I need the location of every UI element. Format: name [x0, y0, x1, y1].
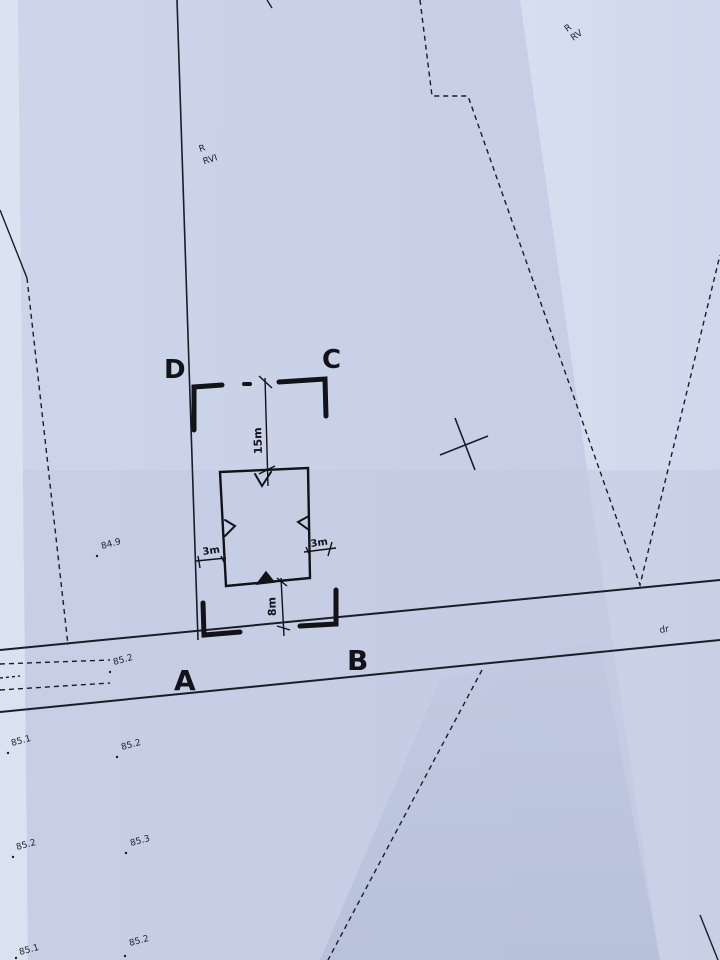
- corner-labels: D C A B: [164, 345, 368, 697]
- corner-b-bracket: [297, 587, 339, 629]
- corner-label-b: B: [347, 644, 368, 677]
- corner-label-a: A: [174, 664, 196, 697]
- dimension-lines: [195, 375, 337, 637]
- zone-label-line2: RVI: [202, 153, 219, 167]
- dimension-labels: 15m 3m 3m 8m: [202, 427, 329, 616]
- dimension-label-rear: 15m: [251, 427, 265, 454]
- corner-a-bracket: [200, 600, 243, 638]
- zone-label-rvi: R RVI: [198, 143, 219, 167]
- entrance-marker-icon: [255, 570, 276, 585]
- corner-label-c: C: [322, 345, 341, 375]
- corner-d-bracket: [191, 382, 225, 433]
- survey-cross-icon: [439, 417, 489, 471]
- dimension-label-left: 3m: [202, 545, 221, 558]
- lot-corner-brackets: [191, 376, 339, 638]
- road-edge-upper: [0, 579, 720, 651]
- dimension-rear: [264, 377, 269, 487]
- road-edge-lower: [0, 639, 720, 713]
- zone-label-line1: R: [563, 23, 574, 35]
- parcel-boundary-vertical: [176, 0, 199, 641]
- zone-label-line1: R: [198, 143, 207, 154]
- road-label: dr: [659, 624, 670, 636]
- dimension-label-right: 3m: [310, 537, 329, 550]
- dimension-label-front: 8m: [265, 597, 279, 617]
- dimension-left: [195, 557, 227, 562]
- corner-label-d: D: [164, 355, 186, 385]
- dimension-front: [280, 577, 285, 637]
- corner-c-bracket: [276, 376, 329, 419]
